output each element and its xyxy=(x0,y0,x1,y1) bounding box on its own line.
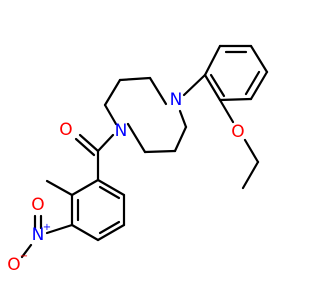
carbonyl-bond-a xyxy=(78,133,100,153)
nitro-c-n-bond xyxy=(45,223,74,235)
atom-o-carbonyl: O xyxy=(59,120,72,140)
atom-n-top: N xyxy=(170,90,183,110)
carbonyl-bond-b xyxy=(74,137,96,157)
structure-svg: N N O O N + O O − xyxy=(7,44,269,275)
atom-n-nitro: N xyxy=(32,225,45,245)
pip-bond-6 xyxy=(143,149,177,154)
methyl-bond xyxy=(45,179,74,197)
bond-group xyxy=(20,44,269,259)
pip-bond-7 xyxy=(173,125,188,153)
ring3-bond-3 xyxy=(70,223,100,242)
ring2-bond-6 xyxy=(203,73,222,102)
atom-o-ether: O xyxy=(231,122,244,142)
ring3-double-2 xyxy=(98,220,121,235)
nitro-n-o-bond-single xyxy=(20,243,33,259)
ring2-bond-5 xyxy=(218,97,253,102)
molecule-diagram: N N O O N + O O − xyxy=(7,44,269,275)
ether-bond-1 xyxy=(218,98,235,124)
ring2-bond-4 xyxy=(249,70,269,101)
pip-bond-4 xyxy=(103,103,118,126)
ether-bond-3 xyxy=(241,160,260,190)
ring3-bond-1 xyxy=(70,178,100,197)
pip-bond-2 xyxy=(118,76,152,82)
nitro-n-charge: + xyxy=(43,222,51,233)
atom-o-nitro-up: O xyxy=(31,195,44,215)
ring2-bond-1 xyxy=(203,44,222,77)
nitro-o-charge: − xyxy=(20,251,28,262)
ether-bond-2 xyxy=(243,138,260,164)
pip-bond-1 xyxy=(148,76,168,106)
amide-n-bond xyxy=(96,133,115,153)
ring2-double-3 xyxy=(209,73,226,98)
ring3-double-3 xyxy=(98,185,121,200)
ring2-bond-3 xyxy=(249,44,269,74)
n-aryl-bond xyxy=(182,73,207,97)
ring3-bond-4 xyxy=(96,223,126,242)
pip-bond-8 xyxy=(178,109,188,129)
atom-n-bottom: N xyxy=(115,121,128,141)
ring3-bond-6 xyxy=(96,178,126,197)
pip-bond-3 xyxy=(103,78,122,107)
ring2-double-2 xyxy=(244,70,261,96)
pip-bond-5 xyxy=(126,122,147,154)
atom-o-nitro-left: O xyxy=(7,255,20,275)
